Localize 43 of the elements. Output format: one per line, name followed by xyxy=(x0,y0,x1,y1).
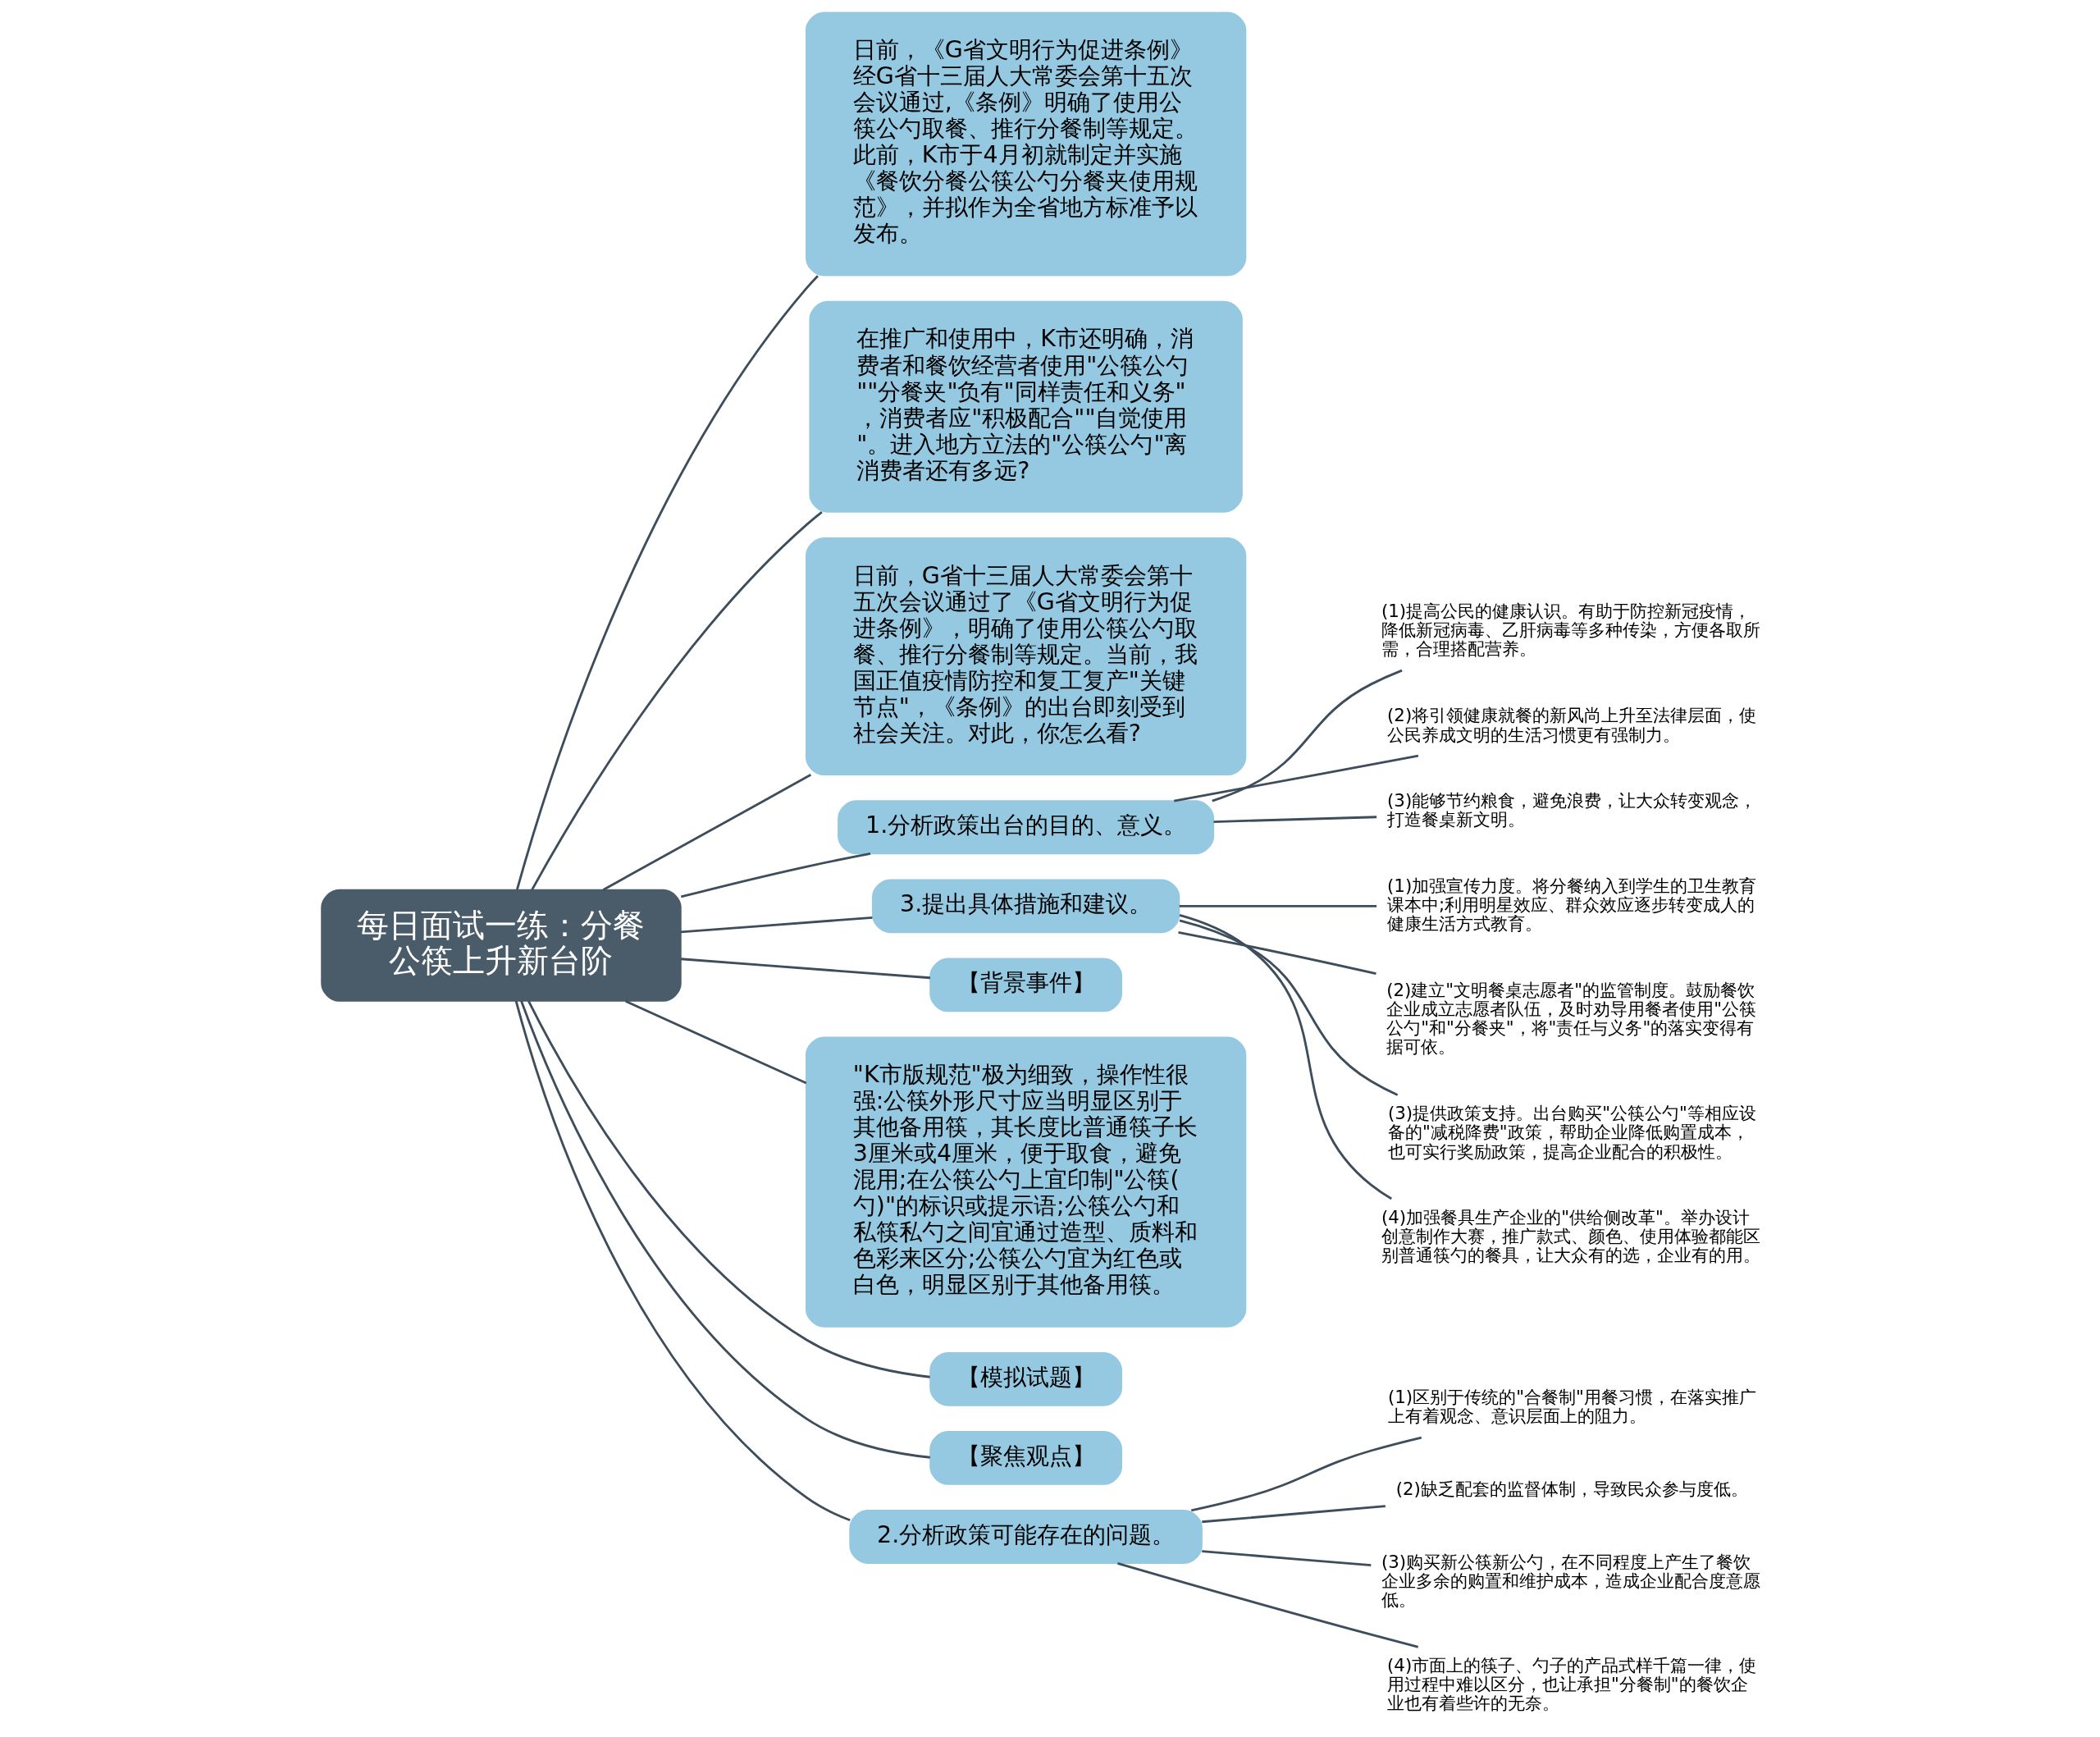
connector xyxy=(527,1000,930,1378)
connector xyxy=(1179,919,1399,1096)
connector xyxy=(680,852,871,898)
connector xyxy=(680,958,931,980)
connector xyxy=(680,916,873,934)
node-box: 3.提出具体措施和建议。 xyxy=(871,879,1180,934)
connector xyxy=(602,774,812,891)
node-box: 日前，《G省文明行为促进条例》经G省十三届人大常委会第十五次会议通过,《条例》明确了使用公筷公勺取餐、推行分餐制等规定。此前，K市于4月初就制定并实施《餐饮分餐公筷公勺分餐夹使用规范》，并拟作为全省地方标准予以发布。 xyxy=(805,11,1247,277)
connector xyxy=(1117,1561,1419,1648)
connector xyxy=(1174,754,1419,802)
connector xyxy=(1202,1505,1386,1524)
node-box: "K市版规范"极为细致，操作性很强:公筷外形尺寸应当明显区别于其他备用筷，其长度比普通筷子长3厘米或4厘米，便于取食，避免混用;在公筷公勺上宜印制"公筷(勺)"的标识或提示语;公筷公勺和私筷私勺之间宜通过造型、质料和色彩来区分;公筷公勺宜为红色或白色，明显区别于其他备用筷。 xyxy=(805,1036,1247,1328)
connector xyxy=(1213,816,1377,823)
node-box: 每日面试一练：分餐公筷上升新台阶 xyxy=(321,889,682,1002)
node-box: 在推广和使用中，K市还明确，消费者和餐饮经营者使用"公筷公勺""分餐夹"负有"同样责任和义务"，消费者应"积极配合""自觉使用"。进入地方立法的"公筷公勺"离消费者还有多远? xyxy=(809,300,1243,513)
node-text: (4)市面上的筷子、勺子的产品式样千篇一律，使用过程中难以区分，也让承担"分餐制"的餐饮企业也有着些许的无奈。 xyxy=(1387,1654,1757,1714)
connector xyxy=(1179,914,1392,1200)
connector xyxy=(520,1000,930,1459)
node-text: (3)提供政策支持。出台购买"公筷公勺"等相应设备的"减税降费"政策，帮助企业降低购置成本，也可实行奖励政策，提高企业配合的积极性。 xyxy=(1387,1103,1756,1162)
node-text: (2)将引领健康就餐的新风尚上升至法律层面，使公民养成文明的生活习惯更有强制力。 xyxy=(1387,705,1757,745)
node-text: (2)建立"文明餐桌志愿者"的监管制度。鼓励餐饮企业成立志愿者队伍，及时劝导用餐者使用"公筷公勺"和"分餐夹"，将"责任与义务"的落实变得有据可依。 xyxy=(1386,979,1756,1058)
connector xyxy=(1212,669,1403,802)
node-text: (2)缺乏配套的监督体制，导致民众参与度低。 xyxy=(1395,1478,1748,1499)
node-text: (3)能够节约粮食，避免浪费，让大众转变观念，打造餐桌新文明。 xyxy=(1387,789,1757,830)
node-text: (1)区别于传统的"合餐制"用餐习惯，在落实推广上有着观念、意识层面上的阻力。 xyxy=(1387,1387,1756,1427)
connector xyxy=(1178,931,1376,976)
connector xyxy=(516,275,819,890)
node-box: 2.分析政策可能存在的问题。 xyxy=(849,1510,1203,1564)
node-text: (1)加强宣传力度。将分餐纳入到学生的卫生教育课本中;利用明星效应、群众效应逐步转变成人的健康生活方式教育。 xyxy=(1387,875,1757,934)
connector xyxy=(1191,1436,1422,1512)
connector xyxy=(531,511,823,890)
node-box: 【聚焦观点】 xyxy=(929,1430,1123,1485)
node-text: (3)购买新公筷新公勺，在不同程度上产生了餐饮企业多余的购置和维护成本，造成企业配合度意愿低。 xyxy=(1381,1551,1760,1610)
connector xyxy=(625,1000,807,1085)
node-text: (4)加强餐具生产企业的"供给侧改革"。举办设计创意制作大赛，推广款式、颜色、使用体验都能区别普通筷勺的餐具，让大众有的选，企业有的用。 xyxy=(1381,1206,1760,1265)
node-box: 1.分析政策出台的目的、意义。 xyxy=(838,800,1215,855)
node-box: 【模拟试题】 xyxy=(929,1351,1123,1406)
connector xyxy=(514,1000,851,1522)
connector xyxy=(1202,1550,1372,1567)
node-box: 【背景事件】 xyxy=(929,958,1123,1012)
connector xyxy=(1179,904,1377,907)
node-box: 日前，G省十三届人大常委会第十五次会议通过了《G省文明行为促进条例》，明确了使用公筷公勺取餐、推行分餐制等规定。当前，我国正值疫情防控和复工复产"关键节点"，《条例》的出台即刻受到社会关注。对此，你怎么看? xyxy=(805,537,1247,776)
node-text: (1)提高公民的健康认识。有助于防控新冠疫情，降低新冠病毒、乙肝病毒等多种传染，方便各取所需，合理搭配营养。 xyxy=(1381,601,1760,660)
